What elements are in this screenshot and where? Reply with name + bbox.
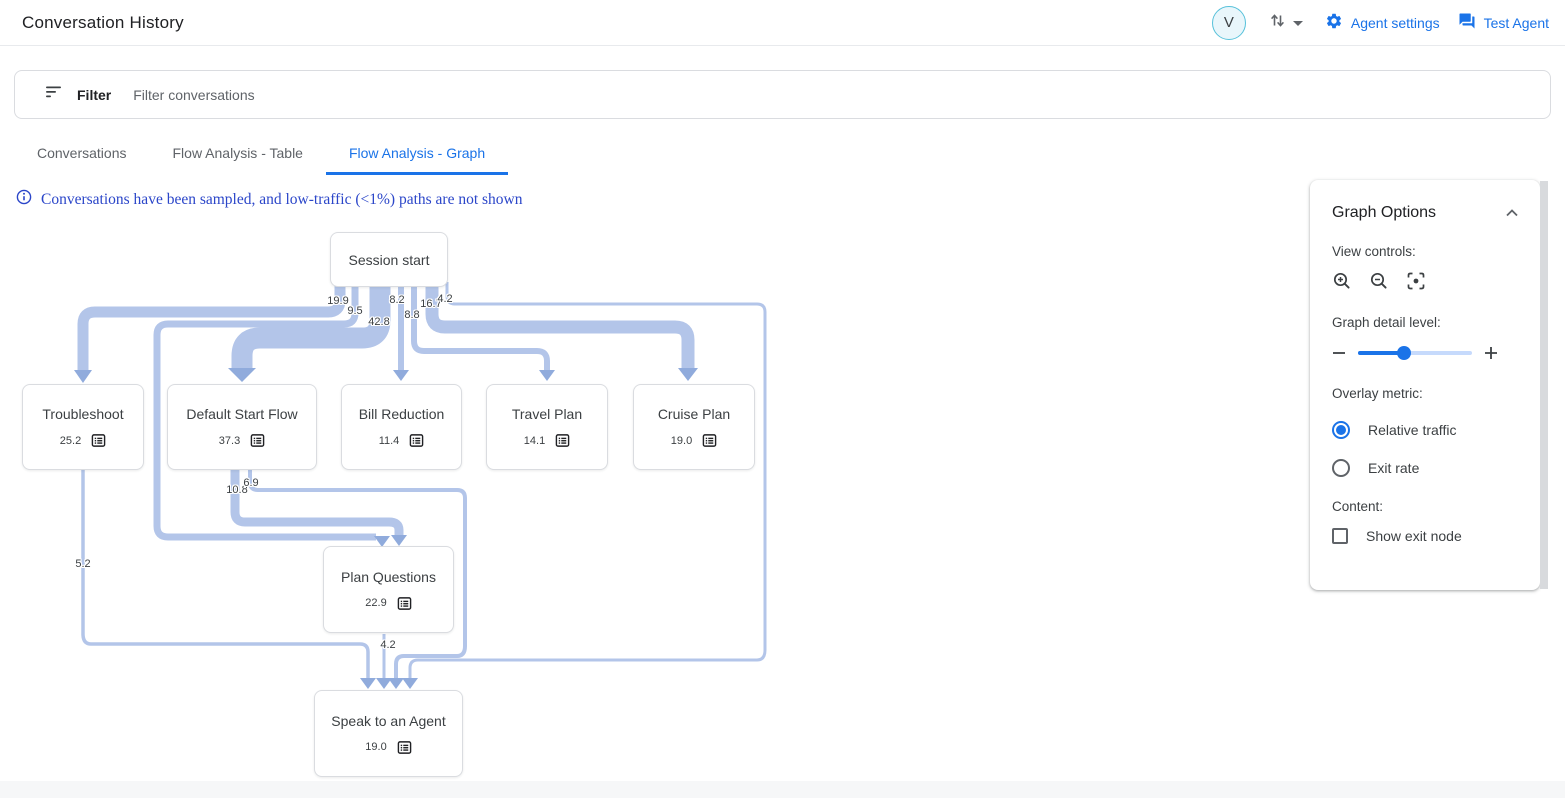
- detail-slider[interactable]: [1358, 346, 1472, 360]
- edge-label: 6.9: [243, 477, 259, 489]
- collapse-chevron-icon[interactable]: [1506, 209, 1518, 217]
- increase-detail-button[interactable]: [1484, 346, 1498, 360]
- edge-label: 8.2: [389, 294, 405, 306]
- node-traffic-value: 19.0: [365, 741, 387, 753]
- node-title: Bill Reduction: [358, 406, 445, 422]
- view-controls-label: View controls:: [1332, 244, 1416, 259]
- flow-node-bill-reduction[interactable]: Bill Reduction 11.4: [341, 384, 462, 470]
- radio-selected-icon: [1332, 421, 1350, 439]
- agent-settings-label: Agent settings: [1350, 14, 1440, 31]
- edge-label: 4.2: [380, 639, 396, 651]
- avatar-initial: V: [1223, 14, 1234, 31]
- content-label: Content:: [1332, 499, 1384, 514]
- tab-flow-analysis-graph[interactable]: Flow Analysis - Graph: [325, 134, 509, 175]
- panel-title: Graph Options: [1332, 204, 1437, 221]
- header-actions: V: [1211, 5, 1549, 40]
- edge-label: 5.2: [75, 558, 91, 570]
- chat-icon: [1458, 12, 1476, 33]
- slider-fill: [1358, 351, 1404, 355]
- radio-label: Relative traffic: [1368, 422, 1457, 438]
- filter-bar[interactable]: Filter: [14, 70, 1551, 119]
- node-title: Plan Questions: [341, 568, 436, 585]
- node-traffic-value: 19.0: [670, 434, 693, 447]
- transitions-list-icon[interactable]: [250, 433, 265, 448]
- flow-node-speak-to-an-agent[interactable]: Speak to an Agent 19.0: [314, 690, 463, 777]
- transitions-list-icon[interactable]: [91, 433, 106, 448]
- sampling-notice-text: Conversations have been sampled, and low…: [41, 190, 523, 208]
- show-exit-node-checkbox[interactable]: [1332, 528, 1348, 544]
- tab-conversations[interactable]: Conversations: [37, 145, 127, 161]
- panel-scrollbar[interactable]: [1540, 181, 1548, 589]
- node-title: Session start: [348, 251, 430, 268]
- decrease-detail-button[interactable]: [1332, 346, 1346, 360]
- flow-node-default-start-flow[interactable]: Default Start Flow 37.3: [167, 384, 317, 470]
- avatar[interactable]: V: [1211, 5, 1246, 40]
- edge-label: 42.8: [368, 316, 390, 328]
- filter-icon: [45, 85, 63, 104]
- zoom-out-button[interactable]: [1369, 271, 1389, 291]
- node-traffic-value: 11.4: [378, 434, 400, 447]
- tab-flow-analysis-table[interactable]: Flow Analysis - Table: [172, 145, 303, 161]
- zoom-in-button[interactable]: [1332, 271, 1352, 291]
- edge-label: 4.2: [437, 293, 453, 305]
- sampling-notice: Conversations have been sampled, and low…: [16, 189, 523, 210]
- flow-node-troubleshoot[interactable]: Troubleshoot 25.2: [22, 384, 144, 470]
- node-title: Cruise Plan: [657, 406, 731, 422]
- transitions-list-icon[interactable]: [409, 433, 424, 448]
- sort-arrows-icon: [1268, 11, 1287, 35]
- bottom-strip: [0, 781, 1565, 798]
- overlay-metric-label: Overlay metric:: [1332, 386, 1423, 401]
- slider-thumb[interactable]: [1396, 346, 1411, 360]
- flow-node-travel-plan[interactable]: Travel Plan 14.1: [486, 384, 608, 470]
- page-title: Conversation History: [22, 12, 184, 32]
- flow-node-session-start[interactable]: Session start: [330, 232, 448, 287]
- show-exit-node-option[interactable]: Show exit node: [1332, 528, 1518, 544]
- checkbox-label: Show exit node: [1366, 528, 1462, 544]
- node-title: Speak to an Agent: [331, 712, 446, 729]
- transitions-list-icon[interactable]: [397, 740, 412, 755]
- transitions-list-icon[interactable]: [397, 596, 412, 611]
- detail-level-label: Graph detail level:: [1332, 315, 1441, 330]
- test-agent-label: Test Agent: [1483, 14, 1549, 31]
- node-traffic-value: 37.3: [218, 434, 241, 447]
- filter-conversations-input[interactable]: [133, 86, 554, 103]
- test-agent-button[interactable]: Test Agent: [1458, 12, 1549, 33]
- node-title: Troubleshoot: [42, 406, 124, 422]
- transitions-list-icon[interactable]: [702, 433, 717, 448]
- page-header: Conversation History V: [0, 0, 1565, 46]
- edge-label: 8.8: [404, 309, 420, 321]
- radio-unselected-icon: [1332, 459, 1350, 477]
- node-traffic-value: 22.9: [365, 597, 387, 609]
- tab-bar: Conversations Flow Analysis - Table Flow…: [14, 134, 509, 175]
- gear-icon: [1325, 12, 1343, 33]
- node-traffic-value: 14.1: [523, 434, 546, 447]
- radio-exit-rate[interactable]: Exit rate: [1332, 459, 1518, 477]
- flow-node-plan-questions[interactable]: Plan Questions 22.9: [323, 546, 454, 633]
- info-icon: [16, 189, 32, 210]
- node-title: Default Start Flow: [186, 406, 298, 422]
- radio-label: Exit rate: [1368, 460, 1420, 476]
- sort-button[interactable]: [1264, 7, 1307, 39]
- chevron-down-icon: [1292, 14, 1303, 32]
- transitions-list-icon[interactable]: [555, 433, 570, 448]
- radio-relative-traffic[interactable]: Relative traffic: [1332, 421, 1518, 439]
- flow-node-cruise-plan[interactable]: Cruise Plan 19.0: [633, 384, 755, 470]
- agent-settings-button[interactable]: Agent settings: [1325, 12, 1440, 33]
- edge-label: 9.5: [347, 305, 363, 317]
- edge-label: 19.9: [327, 295, 349, 307]
- graph-options-panel: Graph Options View controls:: [1310, 180, 1540, 590]
- node-title: Travel Plan: [511, 406, 583, 422]
- node-traffic-value: 25.2: [59, 434, 82, 447]
- recenter-graph-button[interactable]: [1406, 271, 1426, 291]
- filter-label: Filter: [77, 86, 112, 103]
